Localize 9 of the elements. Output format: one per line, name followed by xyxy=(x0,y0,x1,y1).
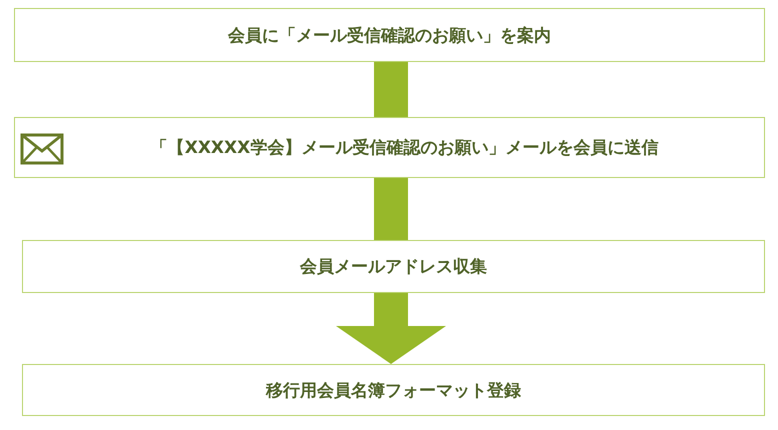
process-box xyxy=(22,240,765,293)
arrow xyxy=(336,293,446,364)
process-box xyxy=(14,117,765,178)
step-text: 会員メールアドレス収集 xyxy=(300,256,487,278)
step-text: 会員に「メール受信確認のお願い」を案内 xyxy=(228,24,551,46)
step-text: 「【XXXXX学会】メール受信確認のお願い」メールを会員に送信 xyxy=(150,137,658,159)
step-text: 移行用会員名簿フォーマット登録 xyxy=(266,380,521,402)
process-box xyxy=(22,364,765,416)
process-box xyxy=(14,8,765,62)
